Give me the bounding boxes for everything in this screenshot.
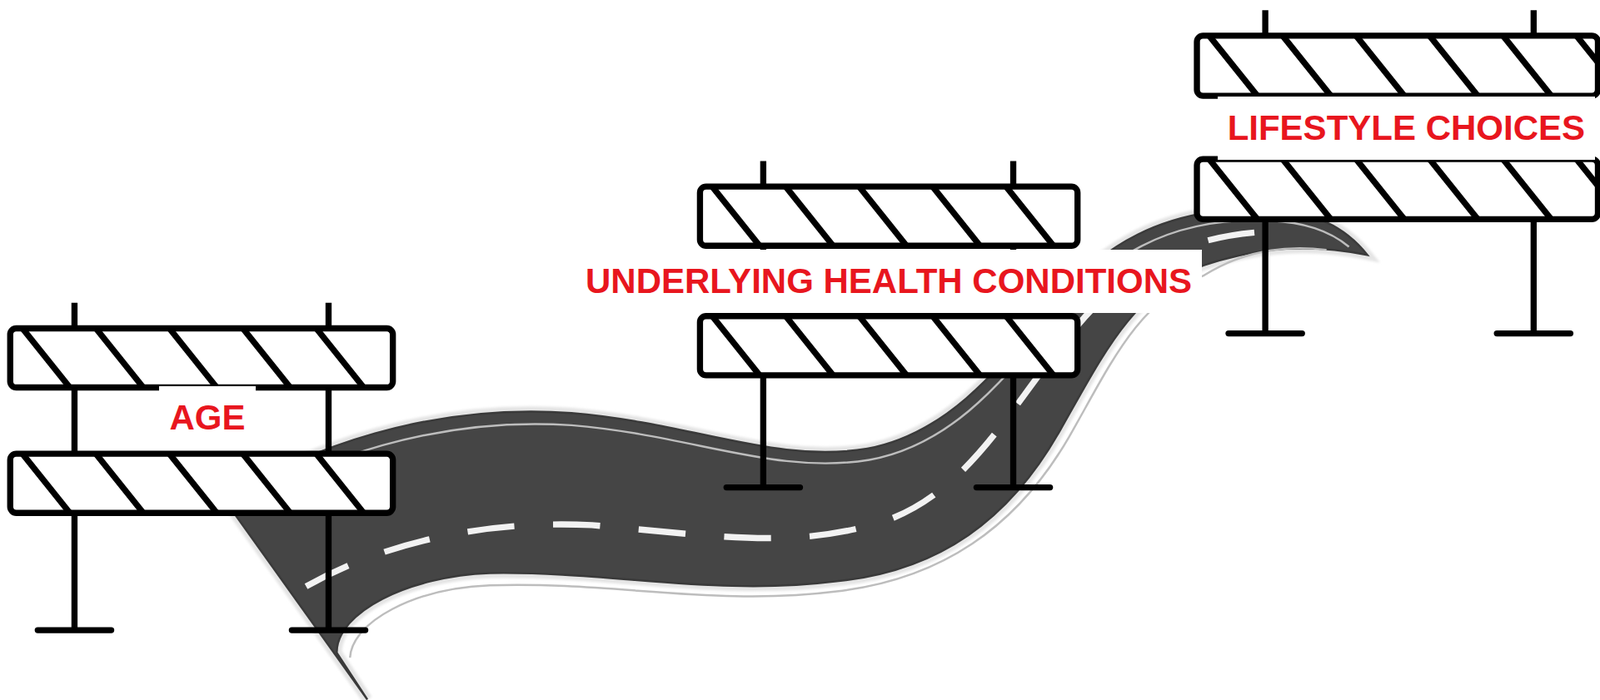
barricades [0, 9, 1600, 631]
stripe [859, 316, 908, 376]
label-text: UNDERLYING HEALTH CONDITIONS [585, 261, 1192, 301]
bar-stripes [1196, 35, 1598, 96]
stripe [1006, 316, 1054, 376]
stripe [22, 328, 70, 388]
barricade-label: LIFESTYLE CHOICES [1217, 96, 1596, 160]
stripe [1503, 35, 1552, 96]
road-edge-line [349, 248, 1326, 658]
stripe [1576, 35, 1599, 96]
stripe [1209, 159, 1258, 220]
road-centre-dashes [306, 232, 1256, 587]
bar-stripes [1196, 159, 1598, 220]
road-edge-line [240, 220, 1349, 507]
bar-fill [699, 316, 1077, 376]
barricade-foot [291, 627, 365, 634]
stripe [169, 453, 217, 514]
barricade-foot [37, 627, 111, 634]
stripe [859, 186, 908, 246]
label-text: LIFESTYLE CHOICES [1227, 108, 1586, 148]
stripe [95, 328, 144, 388]
bar-fill [9, 453, 393, 514]
bar-stripes [699, 316, 1077, 376]
bar-outline [9, 328, 393, 388]
stripe [712, 186, 760, 246]
bar-outline [699, 186, 1077, 246]
label-text: AGE [169, 398, 245, 438]
stripe [785, 186, 833, 246]
stripe [1576, 159, 1599, 220]
bar-outline [699, 316, 1077, 376]
stripe [1355, 35, 1405, 96]
bar-fill [699, 186, 1077, 246]
stripe [1282, 35, 1331, 96]
bar-outline [9, 453, 393, 514]
barricade-label: AGE [159, 386, 255, 450]
stripe [1503, 159, 1552, 220]
barricade-foot [1496, 330, 1571, 337]
road-shadow [224, 209, 1368, 700]
stripe [712, 316, 760, 376]
stripe [169, 328, 217, 388]
bar-stripes [9, 328, 393, 388]
stripe [95, 453, 144, 514]
stripe [243, 328, 291, 388]
barricade [638, 161, 1127, 489]
stripe [1429, 35, 1478, 96]
barricade [0, 303, 438, 631]
stripe [1282, 159, 1331, 220]
bar-fill [1196, 35, 1598, 96]
road [224, 209, 1368, 700]
bar-outline [1196, 159, 1598, 220]
bar-fill [1196, 159, 1598, 220]
stripe [22, 453, 70, 514]
barricade-foot [1228, 330, 1302, 337]
barricade [1136, 9, 1600, 334]
stripe [1355, 159, 1405, 220]
bar-outline [1196, 35, 1598, 96]
barricade-foot [726, 484, 800, 491]
stripe [932, 186, 981, 246]
bar-stripes [699, 186, 1077, 246]
stripe [1429, 159, 1478, 220]
stripe [785, 316, 833, 376]
road-group [0, 9, 1600, 700]
stripe [243, 453, 291, 514]
stripe [932, 316, 981, 376]
stripe [316, 328, 364, 388]
bar-stripes [9, 453, 393, 514]
barricade-label: UNDERLYING HEALTH CONDITIONS [575, 249, 1202, 314]
bar-fill [9, 328, 393, 388]
barricade-foot [976, 484, 1050, 491]
stripe [1006, 186, 1054, 246]
stripe [1209, 35, 1258, 96]
stripe [316, 453, 364, 514]
